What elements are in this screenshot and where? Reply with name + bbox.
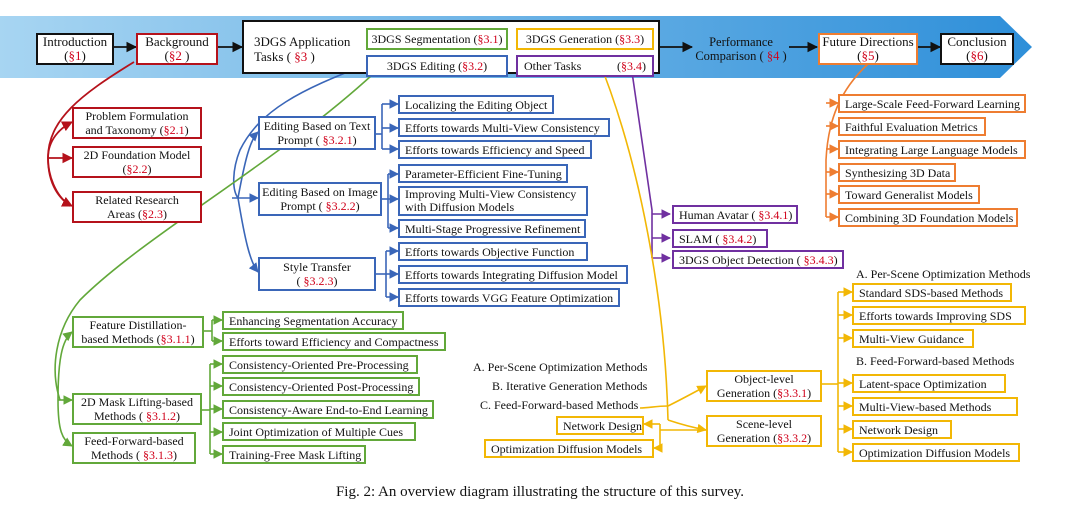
performance-line1: Performance (709, 35, 773, 49)
editing-item-multiview[interactable]: Efforts towards Multi-View Consistency (398, 118, 610, 137)
object-heading-a: A. Per-Scene Optimization Methods (856, 267, 1031, 281)
other-item-slam[interactable]: SLAM ( §3.4.2) (672, 229, 768, 248)
seg-item-accuracy[interactable]: Enhancing Segmentation Accuracy (222, 311, 404, 330)
gen-object-item-diffusion[interactable]: Optimization Diffusion Models (852, 443, 1020, 462)
scene-heading-a: A. Per-Scene Optimization Methods (473, 360, 648, 374)
seg-group-feature-distillation[interactable]: Feature Distillation- based Methods (§3.… (72, 316, 204, 348)
editing-item-progressive[interactable]: Multi-Stage Progressive Refinement (398, 219, 586, 238)
background-box[interactable]: Background (§2 ) (136, 33, 218, 65)
seg-group-feed-forward[interactable]: Feed-Forward-based Methods ( §3.1.3) (72, 432, 196, 464)
editing-item-efficiency[interactable]: Efforts towards Efficiency and Speed (398, 140, 592, 159)
editing-item-localizing[interactable]: Localizing the Editing Object (398, 95, 554, 114)
seg-item-joint-optimization[interactable]: Joint Optimization of Multiple Cues (222, 422, 416, 441)
segmentation-box[interactable]: 3DGS Segmentation (§3.1) (366, 28, 508, 50)
future-item-0[interactable]: Large-Scale Feed-Forward Learning (838, 94, 1026, 113)
bg-item-problem-formulation[interactable]: Problem Formulation and Taxonomy (§2.1) (72, 107, 202, 139)
conclusion-section-ref: §6 (970, 48, 984, 63)
seg-group-mask-lifting[interactable]: 2D Mask Lifting-based Methods ( §3.1.2) (72, 393, 202, 425)
introduction-label: Introduction (42, 34, 108, 49)
editing-item-peft[interactable]: Parameter-Efficient Fine-Tuning (398, 164, 568, 183)
future-directions-label: Future Directions (822, 34, 914, 49)
other-tasks-section-ref: §3.4 (621, 59, 642, 73)
editing-box[interactable]: 3DGS Editing (§3.2) (366, 55, 508, 77)
editing-item-diffusion-consistency[interactable]: Improving Multi-View Consistency with Di… (398, 186, 588, 216)
gen-object-item-multiview-based[interactable]: Multi-View-based Methods (852, 397, 1018, 416)
background-section-ref: §2 (168, 48, 182, 63)
conclusion-label: Conclusion (947, 34, 1007, 49)
seg-item-post-processing[interactable]: Consistency-Oriented Post-Processing (222, 377, 420, 396)
introduction-section-ref: §1 (68, 48, 82, 63)
future-item-3[interactable]: Synthesizing 3D Data (838, 163, 956, 182)
performance-section-ref: §4 (766, 49, 780, 63)
editing-section-ref: §3.2 (462, 59, 484, 73)
gen-scene-item-diffusion[interactable]: Optimization Diffusion Models (484, 439, 654, 458)
application-tasks-line1: 3DGS Application (254, 34, 351, 49)
seg-item-training-free[interactable]: Training-Free Mask Lifting (222, 445, 366, 464)
editing-group-text-prompt[interactable]: Editing Based on Text Prompt ( §3.2.1) (258, 116, 376, 150)
bg-item-2d-foundation-model[interactable]: 2D Foundation Model (§2.2) (72, 146, 202, 178)
gen-object-item-latent[interactable]: Latent-space Optimization (852, 374, 1006, 393)
gen-object-item-network[interactable]: Network Design (852, 420, 952, 439)
seg-item-efficiency[interactable]: Efforts toward Efficiency and Compactnes… (222, 332, 446, 351)
editing-item-vgg[interactable]: Efforts towards VGG Feature Optimization (398, 288, 620, 307)
future-item-4[interactable]: Toward Generalist Models (838, 185, 980, 204)
editing-item-objective[interactable]: Efforts towards Objective Function (398, 242, 588, 261)
other-item-human-avatar[interactable]: Human Avatar ( §3.4.1) (672, 205, 798, 224)
editing-label: 3DGS Editing ( (386, 59, 463, 73)
introduction-box[interactable]: Introduction (§1) (36, 33, 114, 65)
future-section-ref: §5 (861, 48, 875, 63)
generation-section-ref: §3.3 (619, 32, 641, 46)
application-tasks-line2: Tasks ( (254, 49, 295, 64)
other-tasks-box[interactable]: Other Tasks(§3.4) (516, 55, 654, 77)
gen-scene-item-network[interactable]: Network Design (556, 416, 644, 435)
scene-heading-b: B. Iterative Generation Methods (492, 379, 648, 393)
gen-scene-level-box[interactable]: Scene-level Generation (§3.3.2) (706, 415, 822, 447)
editing-group-image-prompt[interactable]: Editing Based on Image Prompt ( §3.2.2) (258, 182, 382, 216)
editing-item-diffusion-model[interactable]: Efforts towards Integrating Diffusion Mo… (398, 265, 628, 284)
editing-group-style-transfer[interactable]: Style Transfer ( §3.2.3) (258, 257, 376, 291)
future-directions-box[interactable]: Future Directions (§5) (818, 33, 918, 65)
seg-item-pre-processing[interactable]: Consistency-Oriented Pre-Processing (222, 355, 418, 374)
future-item-2[interactable]: Integrating Large Language Models (838, 140, 1026, 159)
gen-object-item-improving-sds[interactable]: Efforts towards Improving SDS (852, 306, 1026, 325)
other-item-object-detection[interactable]: 3DGS Object Detection ( §3.4.3) (672, 250, 844, 269)
future-item-5[interactable]: Combining 3D Foundation Models (838, 208, 1018, 227)
scene-heading-c: C. Feed-Forward-based Methods (480, 398, 639, 412)
object-heading-b: B. Feed-Forward-based Methods (856, 354, 1015, 368)
generation-label: 3DGS Generation ( (525, 32, 620, 46)
gen-object-item-multiview-guidance[interactable]: Multi-View Guidance (852, 329, 974, 348)
performance-comparison-label[interactable]: Performance Comparison ( §4 ) (695, 35, 787, 63)
bg-item-related-research[interactable]: Related Research Areas (§2.3) (72, 191, 202, 223)
seg-item-end-to-end[interactable]: Consistency-Aware End-to-End Learning (222, 400, 434, 419)
generation-box[interactable]: 3DGS Generation (§3.3) (516, 28, 654, 50)
other-tasks-label: Other Tasks (524, 59, 582, 73)
gen-object-level-box[interactable]: Object-level Generation (§3.3.1) (706, 370, 822, 402)
background-label: Background (145, 34, 209, 49)
segmentation-section-ref: §3.1 (477, 32, 499, 46)
future-item-1[interactable]: Faithful Evaluation Metrics (838, 117, 986, 136)
conclusion-box[interactable]: Conclusion (§6) (940, 33, 1014, 65)
application-tasks-title: 3DGS Application Tasks ( §3 ) (254, 34, 351, 64)
application-tasks-section-ref: §3 (294, 49, 308, 64)
figure-caption: Fig. 2: An overview diagram illustrating… (335, 484, 745, 500)
segmentation-label: 3DGS Segmentation ( (371, 32, 478, 46)
gen-object-item-sds[interactable]: Standard SDS-based Methods (852, 283, 1012, 302)
